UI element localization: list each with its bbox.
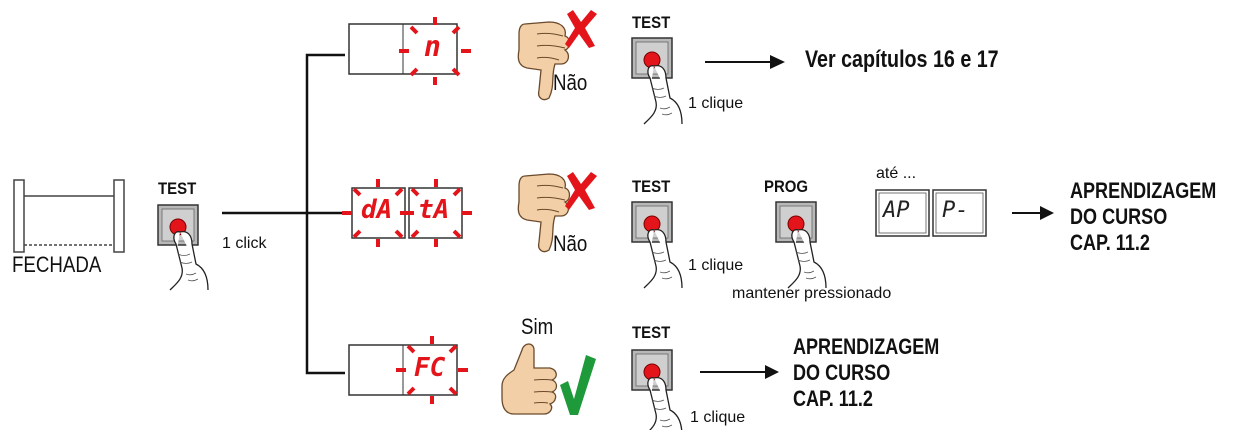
branch2-display-left: dA	[361, 195, 393, 225]
until-label: até ...	[876, 165, 917, 182]
branch2-display	[340, 177, 474, 249]
lcd-display	[875, 189, 987, 237]
branch3-clique-label: 1 clique	[690, 409, 746, 426]
thumbs-up-icon	[501, 343, 558, 415]
branch3-result-line3: CAP. 11.2	[793, 386, 873, 411]
check-mark-icon	[560, 355, 596, 415]
branch3-answer: Sim	[521, 314, 554, 339]
branch2-clique-label: 1 clique	[688, 257, 744, 274]
start-click-label: 1 click	[222, 235, 267, 252]
gate-state-label: FECHADA	[12, 252, 102, 277]
branch3-display-code: FC	[414, 353, 446, 383]
branch2-result-line2: DO CURSO	[1070, 204, 1168, 229]
branch3-result-line1: APRENDIZAGEM	[793, 334, 940, 359]
hold-label: mantener pressionado	[732, 285, 892, 302]
lcd-right-text: P-	[942, 198, 969, 223]
gate-closed-icon	[13, 179, 125, 253]
arrow-icon	[700, 365, 779, 379]
thumbs-down-icon	[517, 21, 571, 101]
branch1-answer: Não	[553, 70, 588, 95]
branch1-display	[348, 15, 473, 87]
arrow-icon	[1012, 206, 1054, 220]
branch2-display-right: tA	[418, 195, 450, 225]
branch1-display-code: n	[424, 30, 441, 63]
prog-label: PROG	[764, 177, 809, 196]
start-test-label: TEST	[158, 179, 197, 198]
branch3-result-line2: DO CURSO	[793, 360, 891, 385]
branch1-test-label: TEST	[632, 13, 671, 32]
branch1-clique-label: 1 clique	[688, 95, 744, 112]
cross-mark-icon	[565, 172, 597, 210]
cross-mark-icon	[565, 10, 597, 48]
thumbs-down-icon	[517, 173, 571, 253]
branch2-result-line3: CAP. 11.2	[1070, 230, 1150, 255]
lcd-left-text: AP	[883, 198, 910, 223]
prog-finger-icon	[787, 228, 827, 289]
arrow-icon	[705, 55, 785, 69]
branch3-test-label: TEST	[632, 323, 671, 342]
branch1-finger-icon	[643, 64, 683, 125]
branch2-test-label: TEST	[632, 177, 671, 196]
branch3-finger-icon	[643, 376, 683, 430]
branch3-display	[348, 334, 470, 406]
branch2-answer: Não	[553, 231, 588, 256]
branch2-result-line1: APRENDIZAGEM	[1070, 178, 1217, 203]
branch2-finger-icon	[643, 228, 683, 289]
tree-connectors	[222, 53, 345, 375]
branch1-result: Ver capítulos 16 e 17	[805, 46, 999, 73]
start-finger-icon	[169, 230, 209, 291]
